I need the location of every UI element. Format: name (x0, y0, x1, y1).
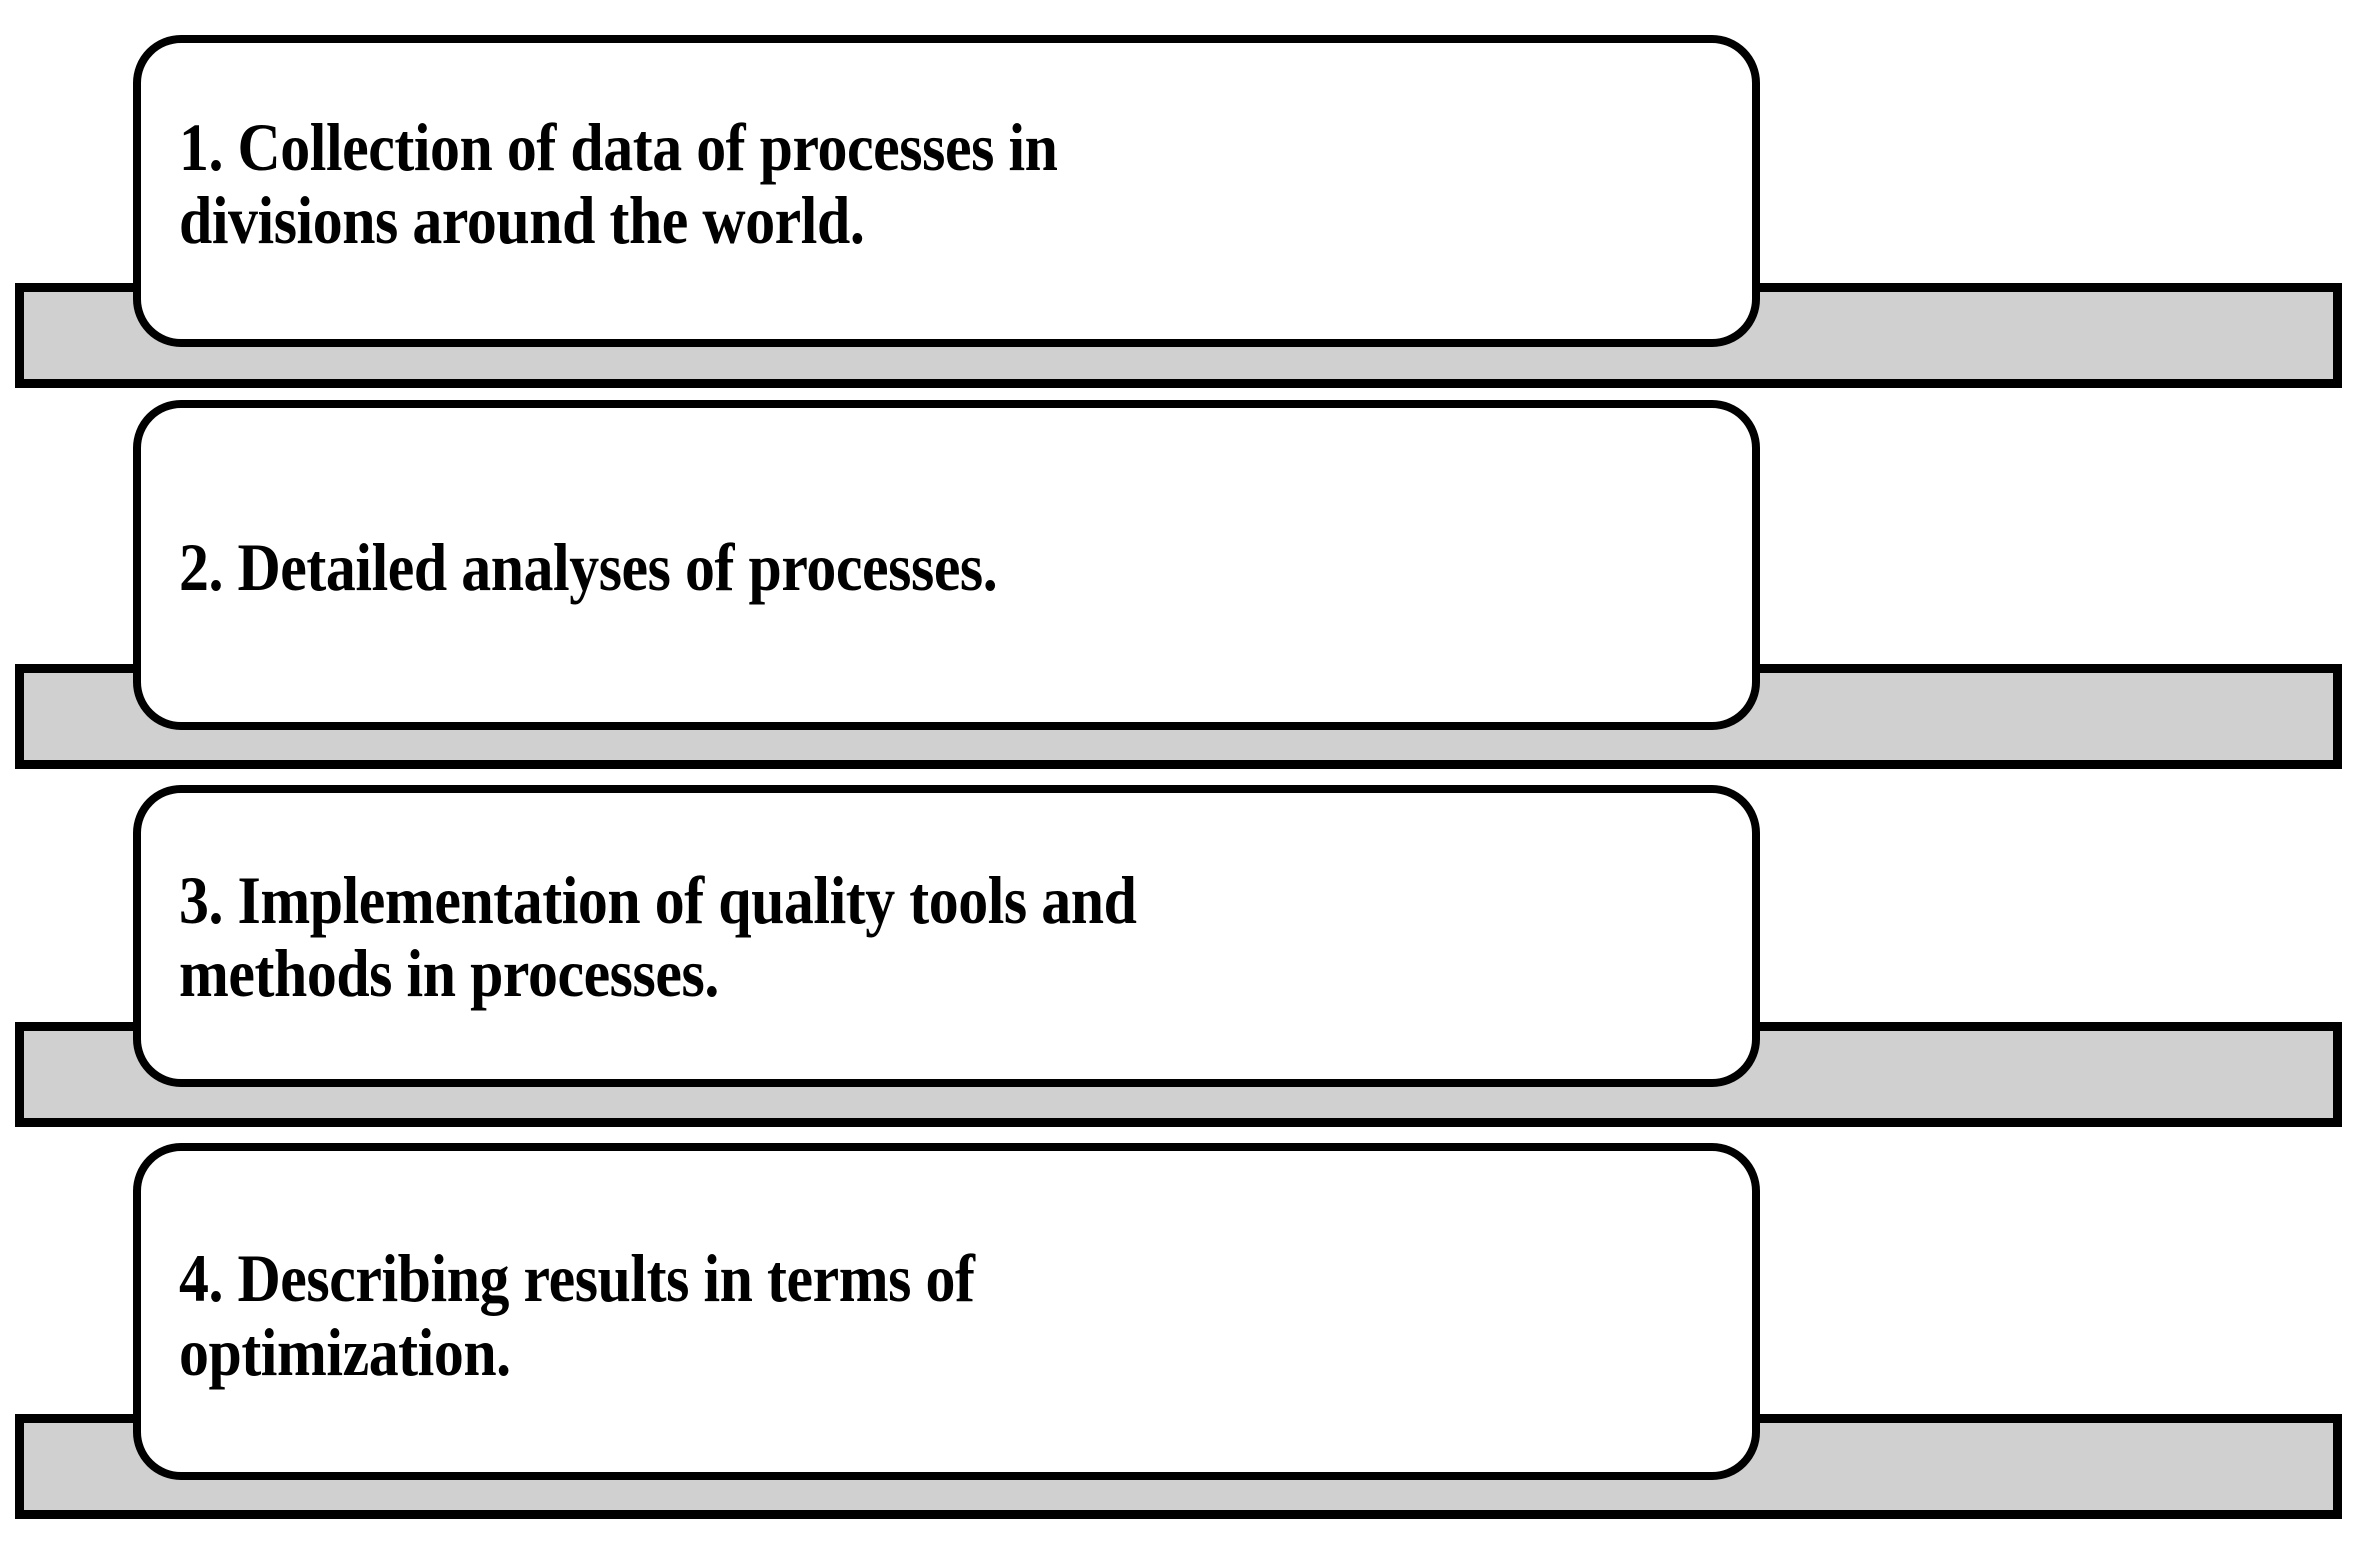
step-label-3: 3. Implementation of quality tools and m… (179, 861, 1137, 1011)
step-box-1: 1. Collection of data of processes in di… (133, 35, 1760, 347)
step-box-3: 3. Implementation of quality tools and m… (133, 785, 1760, 1087)
step-label-1: 1. Collection of data of processes in di… (179, 108, 1058, 258)
step-box-2: 2. Detailed analyses of processes. (133, 400, 1760, 730)
step-box-4: 4. Describing results in terms of optimi… (133, 1143, 1760, 1480)
step-label-2: 2. Detailed analyses of processes. (179, 529, 998, 606)
step-label-4: 4. Describing results in terms of optimi… (179, 1240, 975, 1390)
